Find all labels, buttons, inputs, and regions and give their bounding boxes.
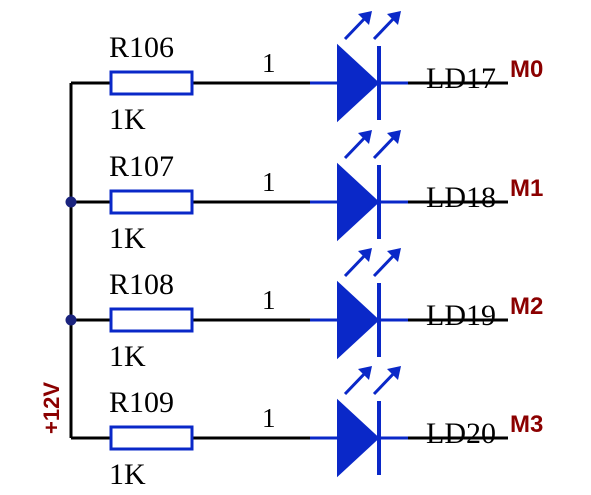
led-designator: LD19: [426, 299, 496, 332]
resistor-body: [109, 70, 194, 96]
light-arrow-head-icon: [358, 11, 372, 25]
resistor-designator: R106: [109, 31, 174, 64]
resistor-value: 1K: [109, 340, 146, 373]
light-arrow-head-icon: [358, 130, 372, 144]
led-triangle-icon: [337, 398, 380, 478]
light-arrow-head-icon: [358, 248, 372, 262]
light-arrow-head-icon: [387, 248, 401, 262]
resistor-designator: R107: [109, 150, 174, 183]
led-triangle-icon: [337, 280, 380, 360]
channel-3: R109 1K 1 LD20 M3: [71, 366, 543, 491]
resistor-value: 1K: [109, 103, 146, 136]
pin-number: 1: [262, 167, 276, 197]
wire-junction-dot: [65, 196, 77, 208]
channel-0: R106 1K 1 LD17 M0: [71, 11, 543, 136]
light-arrow-head-icon: [358, 366, 372, 380]
led-triangle-icon: [337, 43, 380, 123]
resistor-designator: R108: [109, 268, 174, 301]
net-label: M0: [510, 56, 543, 83]
led-designator: LD17: [426, 62, 496, 95]
led-triangle-icon: [337, 162, 380, 242]
wire-junction-dot: [65, 314, 77, 326]
net-label: M2: [510, 293, 543, 320]
resistor-body: [109, 189, 194, 215]
pin-number: 1: [262, 403, 276, 433]
net-label: M1: [510, 175, 543, 202]
resistor-body: [109, 307, 194, 333]
resistor-value: 1K: [109, 458, 146, 491]
light-arrow-head-icon: [387, 130, 401, 144]
resistor-value: 1K: [109, 222, 146, 255]
resistor-body: [109, 425, 194, 451]
light-arrow-head-icon: [387, 11, 401, 25]
net-label: M3: [510, 411, 543, 438]
led-designator: LD18: [426, 181, 496, 214]
channel-1: R107 1K 1 LD18 M1: [65, 130, 543, 255]
channel-2: R108 1K 1 LD19 M2: [65, 248, 543, 373]
pin-number: 1: [262, 48, 276, 78]
supply-label: +12V: [39, 382, 64, 434]
light-arrow-head-icon: [387, 366, 401, 380]
pin-number: 1: [262, 285, 276, 315]
led-designator: LD20: [426, 417, 496, 450]
resistor-designator: R109: [109, 386, 174, 419]
